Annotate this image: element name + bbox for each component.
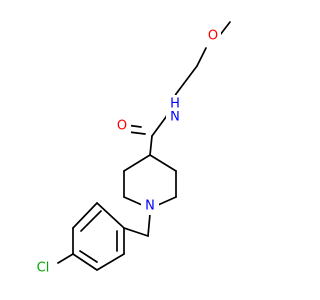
nitrogen-piperidine-label: N xyxy=(145,199,155,214)
chlorine-bg xyxy=(30,259,56,277)
bond-ring-1 xyxy=(149,154,177,172)
bond-ring-4 xyxy=(123,196,143,206)
chlorine-label: Cl xyxy=(37,261,50,276)
bond-phenyl-4 xyxy=(72,253,98,271)
bond-ring-3 xyxy=(157,196,177,206)
bond-phenyl-inner-2 xyxy=(79,250,98,263)
oxygen-ether-label: O xyxy=(208,29,218,44)
nitrogen-piperidine-bg xyxy=(141,197,159,215)
molecule-canvas: O N H O N Cl xyxy=(30,21,231,277)
bond-phenyl-1 xyxy=(96,202,125,229)
bond-oxygen-propyl xyxy=(196,47,207,67)
bond-carbonyl-2 xyxy=(128,131,146,135)
nitrogen-amide-label: N xyxy=(170,110,180,125)
hydrogen-amide-bg xyxy=(167,95,183,111)
nitrogen-amide-bg xyxy=(166,107,184,125)
atom-label-layer: O N H O N Cl xyxy=(30,27,221,277)
hydrogen-amide-label: H xyxy=(170,97,180,112)
oxygen-carbonyl-bg xyxy=(113,117,131,135)
bond-layer xyxy=(57,21,231,271)
oxygen-carbonyl-label: O xyxy=(117,119,127,134)
bond-propyl-1 xyxy=(175,65,198,95)
molecule-structure: O N H O N Cl xyxy=(30,21,231,277)
bond-phenyl-2 xyxy=(72,202,98,229)
bond-ring-6 xyxy=(123,154,151,172)
bond-chlorine xyxy=(57,253,74,264)
bond-phenyl-inner-1 xyxy=(80,210,102,232)
bond-methyl-oxygen xyxy=(219,21,231,36)
bond-n-benzyl xyxy=(147,213,151,237)
bond-phenyl-5 xyxy=(96,253,125,271)
bond-benzyl-phenyl xyxy=(123,227,149,237)
bond-carbonyl-ring xyxy=(149,135,153,156)
bond-amide-n-c xyxy=(151,116,167,137)
oxygen-ether-bg xyxy=(205,27,221,45)
